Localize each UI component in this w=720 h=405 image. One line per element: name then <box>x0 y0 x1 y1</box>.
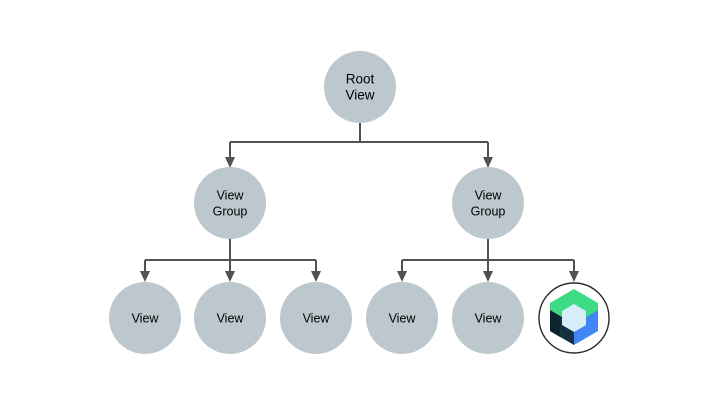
node-view-group-left[interactable]: View Group <box>194 167 266 239</box>
view-group-left-label-line2: Group <box>213 204 248 218</box>
view-leaf-4-label: View <box>389 311 417 325</box>
connector-group-level-1 <box>225 123 493 168</box>
view-leaf-4-circle[interactable] <box>366 282 438 354</box>
view-leaf-2-circle[interactable] <box>194 282 266 354</box>
root-view-circle[interactable] <box>324 51 396 123</box>
view-group-right-label-line1: View <box>475 188 503 202</box>
view-leaf-5-label: View <box>475 311 503 325</box>
connector-group-left-level-2 <box>140 239 321 282</box>
view-group-left-circle[interactable] <box>194 167 266 239</box>
arrowhead-view-leaf-4 <box>397 271 407 282</box>
view-leaf-3-label: View <box>303 311 331 325</box>
arrowhead-view-leaf-5 <box>483 271 493 282</box>
view-leaf-5-circle[interactable] <box>452 282 524 354</box>
node-root-view[interactable]: Root View <box>324 51 396 123</box>
view-group-right-label-line2: Group <box>471 204 506 218</box>
node-view-leaf-4[interactable]: View <box>366 282 438 354</box>
view-group-left-label-line1: View <box>217 188 245 202</box>
node-compose[interactable] <box>538 282 610 354</box>
root-view-label-line2: View <box>345 88 374 103</box>
root-view-label-line1: Root <box>346 72 375 87</box>
arrowhead-view-group-right <box>483 157 493 168</box>
arrowhead-compose-node <box>569 271 579 282</box>
arrowhead-view-leaf-1 <box>140 271 150 282</box>
node-view-group-right[interactable]: View Group <box>452 167 524 239</box>
node-view-leaf-2[interactable]: View <box>194 282 266 354</box>
compose-center-hexagon <box>562 304 586 332</box>
view-leaf-1-label: View <box>132 311 160 325</box>
connector-group-right-level-2 <box>397 239 579 282</box>
arrowhead-view-leaf-3 <box>311 271 321 282</box>
node-view-leaf-3[interactable]: View <box>280 282 352 354</box>
view-leaf-1-circle[interactable] <box>109 282 181 354</box>
node-view-leaf-1[interactable]: View <box>109 282 181 354</box>
arrowhead-view-leaf-2 <box>225 271 235 282</box>
node-view-leaf-5[interactable]: View <box>452 282 524 354</box>
jetpack-compose-icon <box>550 289 598 345</box>
view-leaf-3-circle[interactable] <box>280 282 352 354</box>
arrowhead-view-group-left <box>225 157 235 168</box>
view-leaf-2-label: View <box>217 311 245 325</box>
view-group-right-circle[interactable] <box>452 167 524 239</box>
